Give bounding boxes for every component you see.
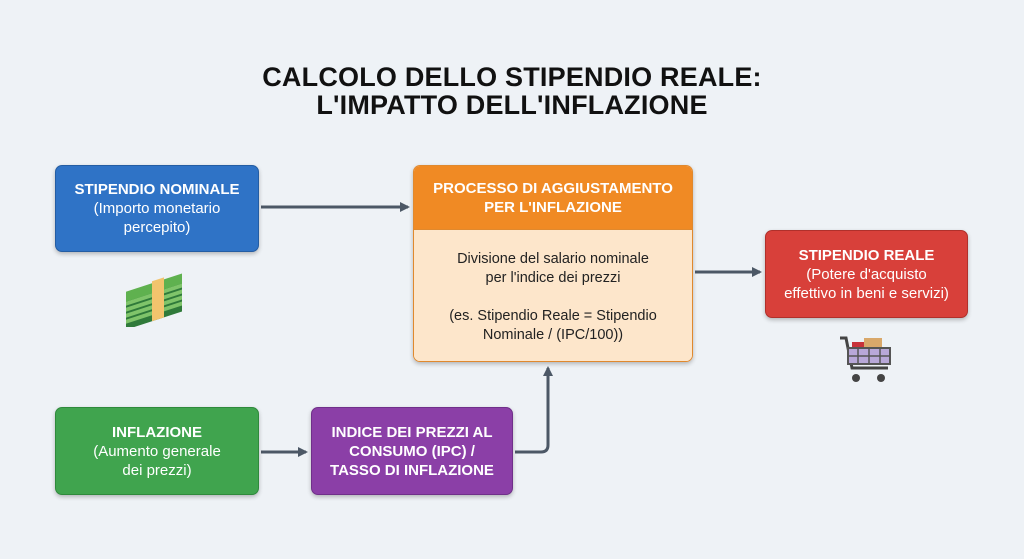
cpi-line-1: INDICE DEI PREZZI AL: [331, 423, 493, 441]
process-desc-2: per l'indice dei prezzi: [485, 270, 621, 286]
process-desc-1: Divisione del salario nominale: [457, 251, 649, 267]
inflation-desc-2: dei prezzi): [122, 461, 192, 479]
real-heading: STIPENDIO REALE: [798, 246, 935, 264]
cpi-line-3: TASSO DI INFLAZIONE: [330, 461, 494, 479]
process-header: PROCESSO DI AGGIUSTAMENTO PER L'INFLAZIO…: [414, 166, 692, 229]
process-formula-2: Nominale / (IPC/100)): [482, 327, 624, 343]
adjustment-process-box: PROCESSO DI AGGIUSTAMENTO PER L'INFLAZIO…: [413, 165, 693, 362]
nominal-heading: STIPENDIO NOMINALE: [74, 181, 240, 198]
money-stack-icon: [126, 273, 182, 327]
inflation-box: INFLAZIONE (Aumento generale dei prezzi): [55, 407, 259, 495]
nominal-salary-box: STIPENDIO NOMINALE (Importo monetario pe…: [55, 165, 259, 252]
shopping-cart-icon: [840, 336, 891, 382]
cpi-box: INDICE DEI PREZZI AL CONSUMO (IPC) / TAS…: [311, 407, 513, 495]
real-salary-box: STIPENDIO REALE (Potere d'acquisto effet…: [765, 230, 968, 318]
title-line-2: L'IMPATTO DELL'INFLAZIONE: [316, 90, 708, 120]
nominal-desc-2: percepito): [123, 219, 191, 236]
cpi-line-2: CONSUMO (IPC) /: [349, 442, 475, 460]
real-desc-1: (Potere d'acquisto: [806, 265, 927, 283]
process-body: Divisione del salario nominale per l'indi…: [414, 229, 692, 361]
process-heading-2: PER L'INFLAZIONE: [484, 198, 622, 216]
arrow-cpi-to-process: [515, 366, 553, 454]
real-desc-2: effettivo in beni e servizi): [784, 284, 949, 302]
title-line-1: CALCOLO DELLO STIPENDIO REALE:: [262, 62, 762, 92]
process-formula-1: (es. Stipendio Reale = Stipendio: [449, 308, 657, 324]
inflation-desc-1: (Aumento generale: [93, 442, 221, 460]
inflation-heading: INFLAZIONE: [112, 423, 202, 441]
process-heading-1: PROCESSO DI AGGIUSTAMENTO: [433, 179, 673, 197]
nominal-desc-1: (Importo monetario: [93, 200, 221, 217]
